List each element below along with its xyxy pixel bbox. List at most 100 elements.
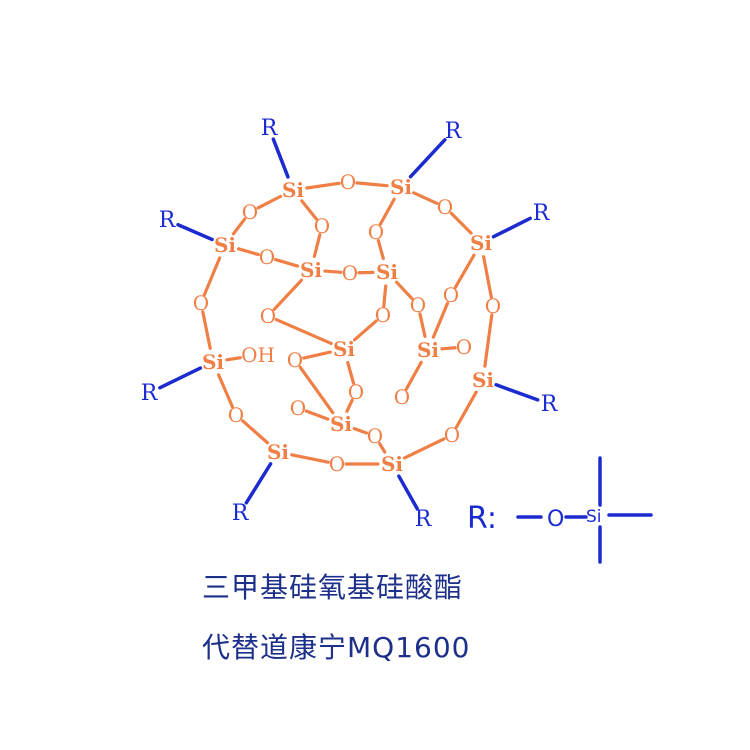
si-o-framework-bonds	[201, 181, 494, 466]
caption-replacement-note: 代替道康宁MQ1600	[202, 631, 471, 664]
bond-si3-o8	[202, 256, 222, 297]
bond-si10-r6	[494, 383, 540, 402]
oxygen-atom-label: O	[410, 293, 426, 317]
oxygen-atom-label: O	[443, 283, 459, 307]
oxygen-atom-label: O	[340, 170, 356, 194]
r-group-label: R	[141, 381, 159, 406]
oxygen-atom-label: O	[329, 452, 345, 476]
oxygen-atom-label: O	[485, 294, 501, 318]
bond-o6-si4	[274, 257, 300, 268]
r-group-label: R	[159, 208, 177, 233]
silicon-atom-label: Si	[330, 412, 352, 436]
bond-si9-oh	[225, 356, 242, 362]
oxygen-atom-label: O	[394, 385, 410, 409]
silicon-atom-label: Si	[333, 337, 355, 361]
silicon-atom-label: Si	[282, 178, 304, 202]
oxygen-atom-label: O	[193, 291, 209, 315]
silicon-atom-label: Si	[267, 440, 289, 464]
oxygen-atom-label: O	[437, 195, 453, 219]
oxygen-atom-label: O	[342, 261, 358, 285]
bond-si13-r8	[397, 474, 419, 511]
bond-si9-r5	[158, 366, 203, 390]
oxygen-atom-label: O	[228, 403, 244, 427]
bond-o4-si5	[376, 239, 385, 261]
bond-o1-si2	[355, 181, 389, 188]
bond-si11-o18	[304, 409, 330, 421]
bond-o2-si3	[231, 217, 247, 236]
oxygen-atom-label: O	[375, 303, 391, 327]
bond-si8-o15	[440, 346, 457, 351]
bond-si1-o1	[305, 181, 341, 190]
oxygen-atom-label: O	[242, 200, 258, 224]
bond-o13-si10	[483, 313, 494, 368]
bond-si7-o16	[346, 360, 356, 385]
r-group-label: R	[533, 201, 551, 226]
bond-o21-si13	[403, 437, 446, 460]
bond-o11-si8	[418, 312, 427, 338]
caption-compound-name: 三甲基硅氧基硅酸酯	[202, 571, 464, 604]
bond-si5-o11	[394, 280, 414, 301]
bond-si6-o13	[482, 255, 493, 299]
bond-si2-o5	[412, 191, 439, 205]
silicon-atom-label: Si	[202, 350, 224, 374]
bond-si6-o12	[453, 253, 476, 289]
bond-si9-o19	[216, 373, 235, 409]
bond-o19-si12	[241, 419, 270, 445]
bond-si6-r4	[491, 216, 533, 239]
r-group-legend: R: O Si	[467, 456, 653, 564]
legend-silicon: Si	[586, 507, 602, 527]
bond-si1-r1	[271, 137, 290, 179]
silicon-atom-label: Si	[381, 452, 403, 476]
bond-si5-o10	[382, 284, 388, 308]
oxygen-atom-label: O	[368, 220, 384, 244]
bond-o10-si7	[352, 319, 378, 342]
bond-si4-o9	[272, 278, 304, 312]
oxygen-atom-label: O	[287, 348, 303, 372]
bond-si3-o6	[236, 247, 260, 257]
legend-key: R:	[467, 501, 497, 536]
bond-si1-o2	[256, 194, 283, 210]
oxygen-atom-label: O	[367, 424, 383, 448]
silicon-atom-label: Si	[417, 338, 439, 362]
bond-o16-si11	[345, 398, 354, 413]
bond-si12-r7	[244, 462, 273, 505]
r-group-label: R	[415, 507, 433, 532]
silicon-atom-label: Si	[470, 231, 492, 255]
bond-si4-o7	[323, 269, 343, 274]
silicon-atom-label: Si	[300, 258, 322, 282]
legend-oxygen: O	[547, 507, 564, 532]
silicon-atom-label: Si	[214, 233, 236, 257]
bond-si11-o20	[352, 427, 369, 435]
oxygen-atom-label: O	[348, 380, 364, 404]
bond-si8-o17	[404, 360, 423, 391]
bond-o14-si11	[298, 365, 335, 415]
silicon-atom-label: Si	[376, 260, 398, 284]
hydroxyl-group-label: OH	[241, 343, 275, 367]
bond-si1-o3	[300, 199, 318, 221]
bond-o8-si9	[201, 310, 212, 350]
silicon-atom-label: Si	[390, 175, 412, 199]
oxygen-atom-label: O	[456, 335, 472, 359]
bond-o5-si6	[449, 211, 473, 235]
oxygen-atom-label: O	[444, 423, 460, 447]
bond-si12-o22	[290, 453, 330, 464]
bond-o20-si13	[378, 442, 387, 454]
oxygen-atom-label: O	[259, 245, 275, 269]
substituent-bonds	[158, 137, 540, 511]
bond-o3-si4	[312, 233, 322, 259]
bond-o9-si7	[274, 317, 333, 346]
r-group-label: R	[445, 119, 463, 144]
bond-si3-r3	[176, 222, 214, 242]
r-group-label: R	[541, 392, 559, 417]
r-group-label: R	[232, 501, 250, 526]
silicon-atom-label: Si	[472, 368, 494, 392]
oxygen-atom-label: O	[314, 214, 330, 238]
bond-si7-o14	[302, 350, 332, 360]
bond-o12-si8	[431, 301, 450, 339]
oxygen-atom-label: O	[290, 396, 306, 420]
bond-si2-o4	[378, 197, 396, 226]
bond-si2-r2	[408, 138, 447, 179]
oxygen-atom-label: O	[260, 304, 276, 328]
